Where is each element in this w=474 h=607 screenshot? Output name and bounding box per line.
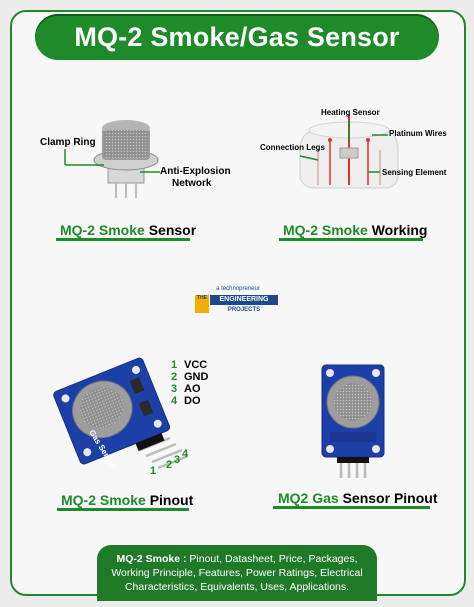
board-pin-number-2: 2 — [166, 459, 172, 471]
logo-sub: PROJECTS — [227, 307, 261, 313]
page-title: MQ-2 Smoke/Gas Sensor — [74, 22, 400, 52]
mq2-sensor-image — [93, 120, 159, 198]
connection-legs-pointer — [299, 155, 319, 161]
anti-explosion-label-line1: Anti-Explosion — [160, 166, 231, 177]
anti-explosion-label-line2: Network — [172, 178, 212, 189]
board-pin-number-4: 4 — [182, 448, 189, 460]
caption-smoke-sensor: MQ-2 Smoke Sensor — [60, 222, 197, 238]
caption-smoke-pinout: MQ-2 Smoke Pinout — [61, 492, 194, 508]
caption-gas-pinout: MQ2 Gas Sensor Pinout — [278, 490, 438, 506]
platinum-wires-label: Platinum Wires — [389, 129, 447, 138]
connection-legs-label: Connection Legs — [260, 143, 325, 152]
caption-smoke-sensor-underline — [56, 238, 190, 241]
caption-smoke-pinout-underline — [57, 508, 189, 511]
mq2-module-image — [53, 357, 171, 465]
logo-box: THE — [195, 295, 209, 313]
mq2-gas-module-image — [321, 364, 385, 478]
footer-text: MQ-2 Smoke : Pinout, Datasheet, Price, P… — [111, 553, 363, 593]
logo-tagline: a technopreneur — [216, 286, 260, 292]
caption-gas-pinout-underline — [273, 506, 430, 509]
sensing-element-label: Sensing Element — [382, 168, 447, 177]
mq2-module-pins — [135, 433, 189, 470]
clamp-ring-label: Clamp Ring — [40, 137, 96, 148]
footer-panel: MQ-2 Smoke : Pinout, Datasheet, Price, P… — [97, 545, 377, 601]
heating-sensor-label: Heating Sensor — [321, 108, 380, 117]
logo-main: ENGINEERING — [210, 295, 278, 305]
caption-smoke-working: MQ-2 Smoke Working — [283, 222, 428, 238]
board-pin-number-3: 3 — [174, 454, 180, 466]
caption-smoke-working-underline — [279, 238, 423, 241]
title-bar: MQ-2 Smoke/Gas Sensor — [35, 14, 439, 60]
board-pin-number-1: 1 — [150, 465, 156, 477]
